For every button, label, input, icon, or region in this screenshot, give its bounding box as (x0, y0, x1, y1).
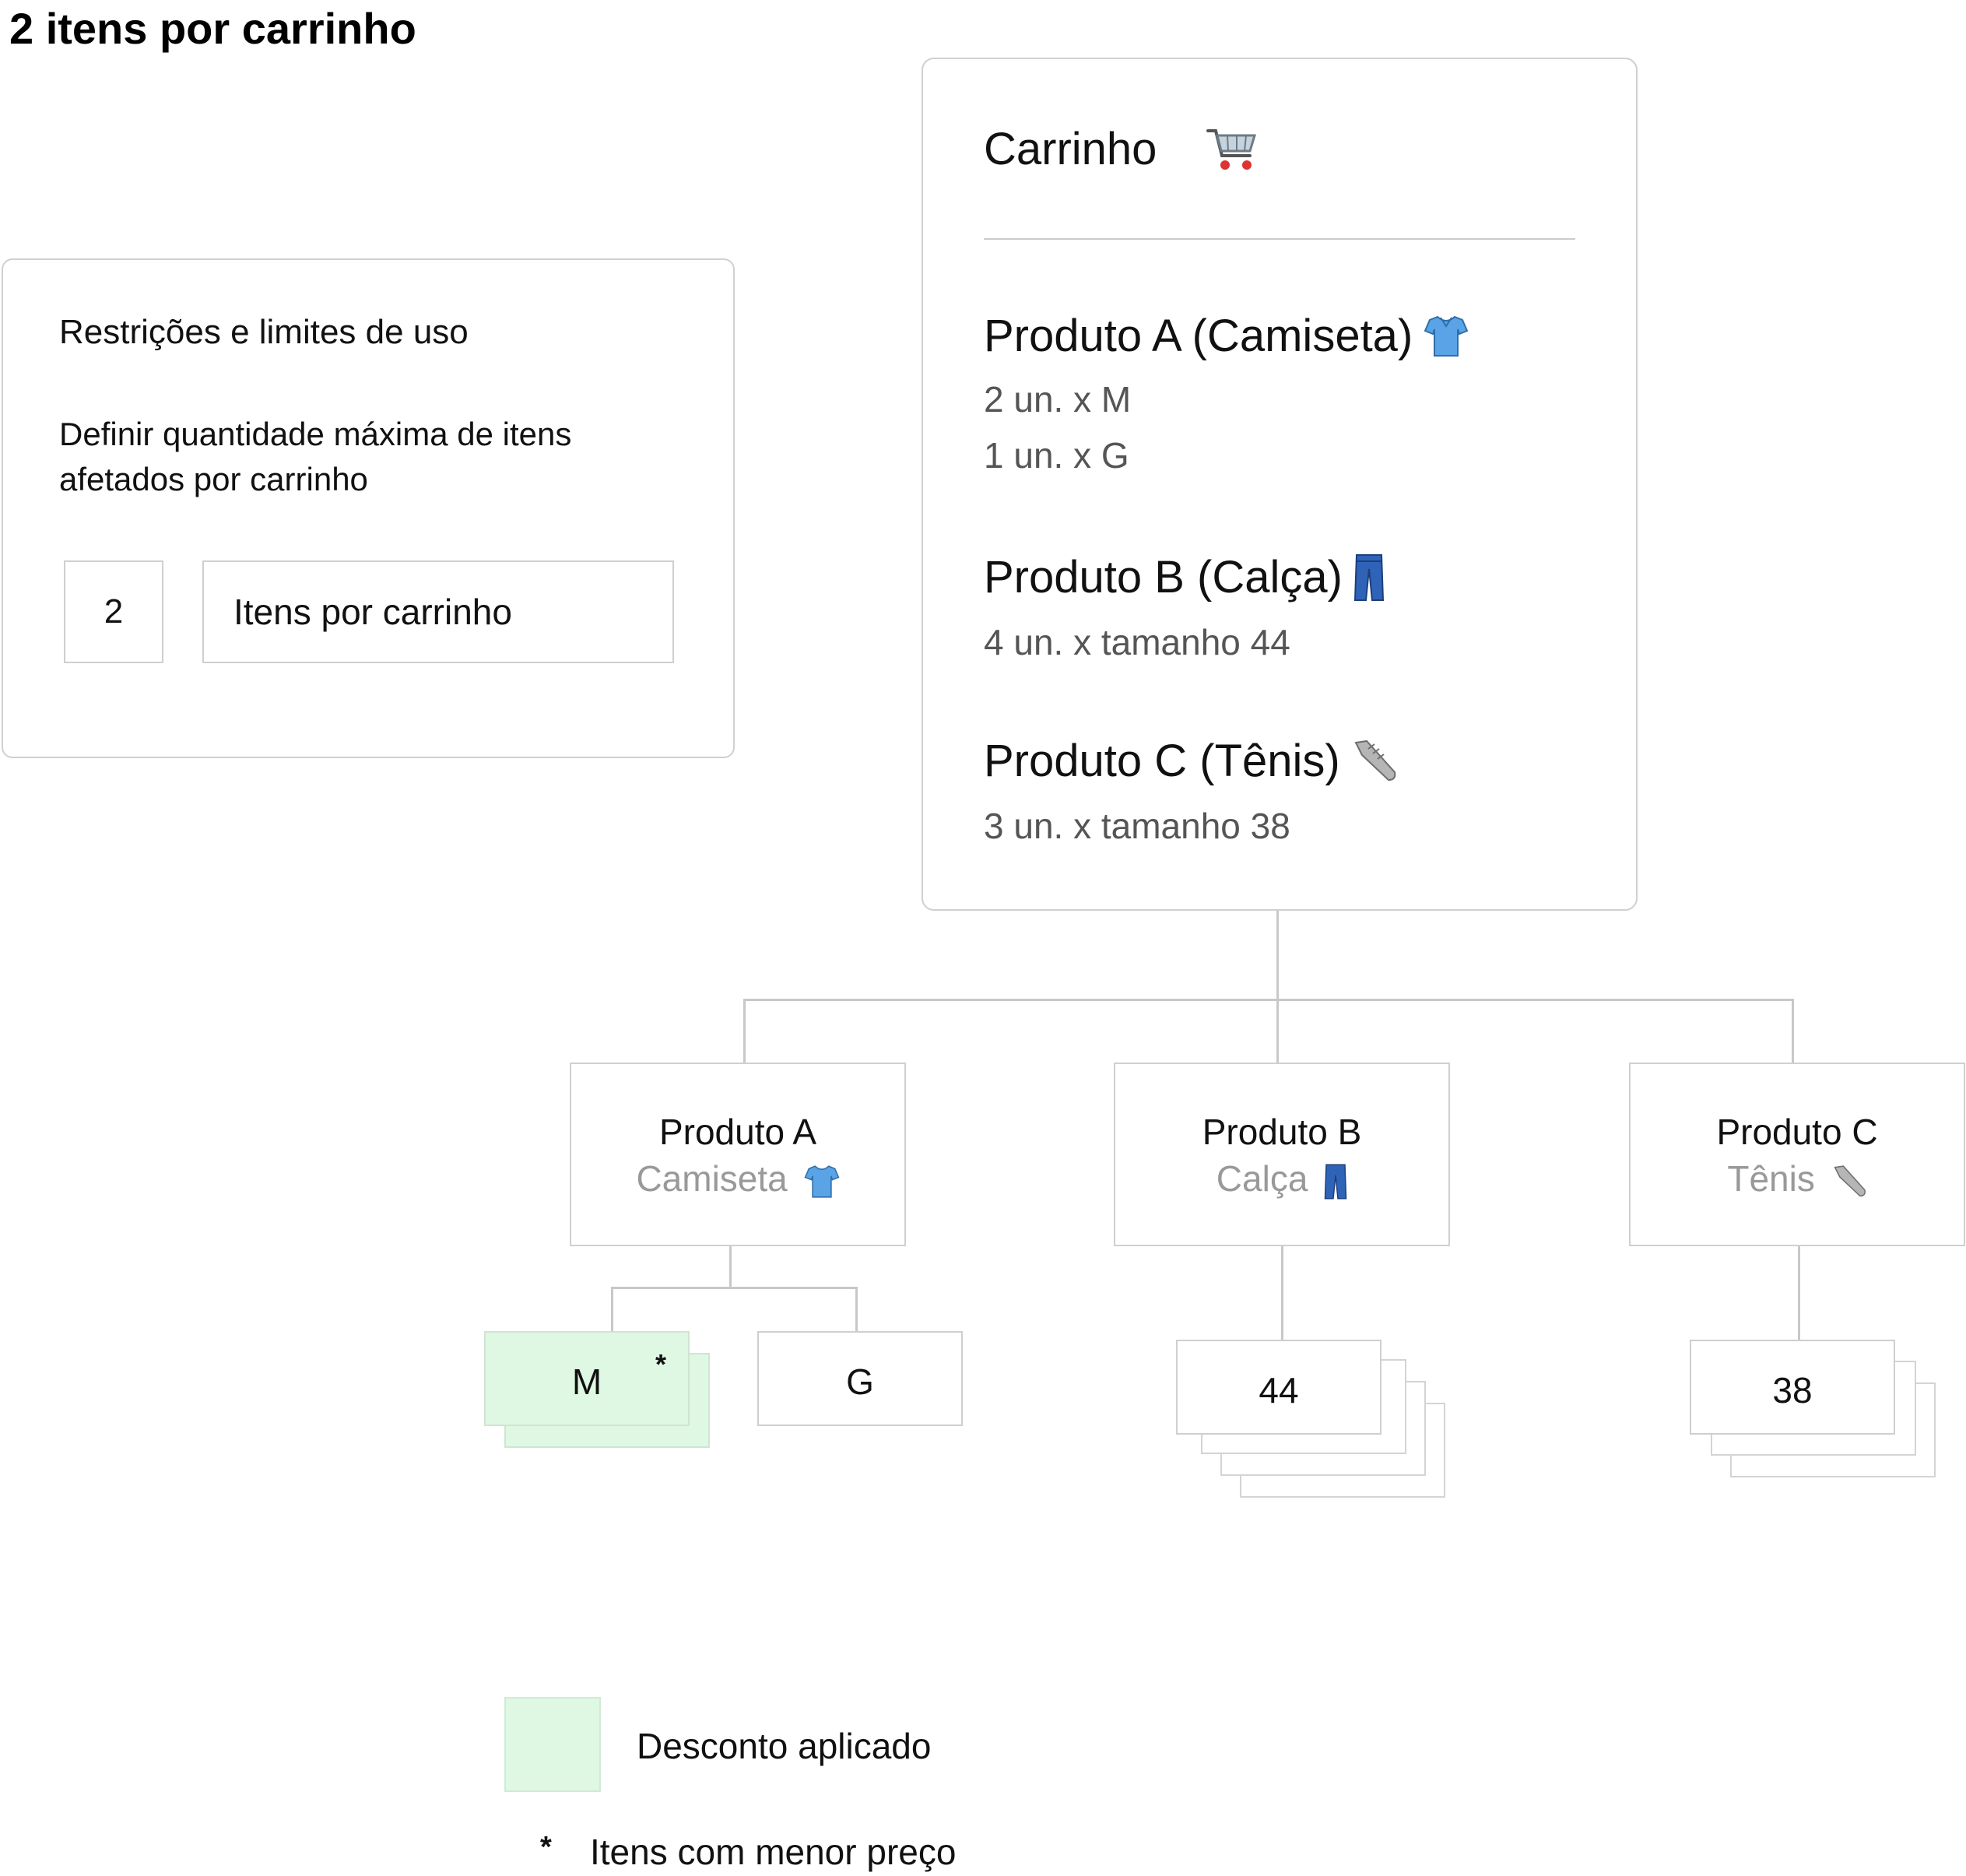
variant-g-label: G (846, 1361, 874, 1402)
cart-product-a-name-text: Produto A (Camiseta) (984, 311, 1413, 361)
cart-title-text: Carrinho (984, 124, 1157, 174)
connector-horizontal (743, 999, 1794, 1001)
cart-product-a-line2: 1 un. x G (984, 435, 1129, 476)
cart-product-a-line1: 2 un. x M (984, 379, 1132, 420)
cart-product-c-name: Produto C (Tênis) (984, 735, 1398, 787)
variant-44-card[interactable]: 44 (1176, 1340, 1381, 1435)
tree-product-a-type-text: Camiseta (636, 1158, 788, 1199)
cart-product-c-name-text: Produto C (Tênis) (984, 736, 1340, 786)
tree-product-b-type-text: Calça (1216, 1158, 1308, 1199)
connector-a-m (611, 1287, 613, 1332)
variant-38-card[interactable]: 38 (1690, 1340, 1895, 1435)
connector-a-horizontal (611, 1287, 858, 1289)
connector-a-down (729, 1246, 732, 1289)
jeans-icon (1324, 1163, 1347, 1200)
restrictions-description-line1: Definir quantidade máxima de itens (59, 416, 572, 452)
variant-g-card[interactable]: G (757, 1331, 963, 1426)
quantity-input[interactable]: 2 (64, 560, 163, 663)
cart-divider (984, 238, 1575, 240)
legend-lowest-price-label: Itens com menor preço (590, 1832, 957, 1872)
tree-product-c-name: Produto C (1716, 1112, 1878, 1152)
cart-product-b-name: Produto B (Calça) (984, 551, 1385, 603)
connector-b-44 (1281, 1246, 1283, 1340)
legend-discount-label: Desconto aplicado (637, 1726, 932, 1766)
shopping-cart-icon (1206, 126, 1258, 173)
lowest-price-marker: * (655, 1348, 667, 1380)
connector-cart-down (1276, 911, 1279, 1001)
cart-card: Carrinho Produto A (Camiseta) 2 un. x M … (922, 58, 1638, 911)
tree-product-b-name: Produto B (1202, 1112, 1362, 1152)
variant-38-label: 38 (1772, 1370, 1813, 1411)
tshirt-icon (804, 1164, 840, 1200)
cart-product-b-line1: 4 un. x tamanho 44 (984, 622, 1290, 662)
connector-c (1792, 999, 1794, 1064)
unit-label: Itens por carrinho (233, 592, 512, 632)
variant-44-label: 44 (1259, 1370, 1299, 1411)
connector-a (743, 999, 746, 1064)
connector-a-g (855, 1287, 858, 1332)
quantity-value: 2 (104, 592, 124, 631)
sneaker-icon (1351, 740, 1398, 783)
connector-c-38 (1798, 1246, 1800, 1340)
restrictions-card: Restrições e limites de uso Definir quan… (2, 258, 735, 758)
tree-product-b-type: Calça (1115, 1158, 1448, 1200)
tree-product-c: Produto C Tênis (1629, 1063, 1965, 1246)
cart-product-c-line1: 3 un. x tamanho 38 (984, 806, 1290, 846)
sneaker-icon (1831, 1165, 1867, 1199)
tree-product-a-name: Produto A (658, 1112, 817, 1152)
variant-m-card[interactable]: M * (484, 1331, 690, 1426)
tree-product-c-type-text: Tênis (1727, 1158, 1815, 1199)
tree-product-c-type: Tênis (1631, 1158, 1964, 1200)
cart-title: Carrinho (984, 123, 1258, 175)
cart-product-b-name-text: Produto B (Calça) (984, 552, 1343, 602)
restrictions-title: Restrições e limites de uso (59, 313, 469, 351)
jeans-icon (1353, 553, 1385, 602)
legend-lowest-price-marker: * (540, 1831, 552, 1864)
connector-b (1276, 999, 1279, 1064)
tree-product-a-type: Camiseta (571, 1158, 904, 1200)
tshirt-icon (1424, 314, 1469, 359)
unit-field[interactable]: Itens por carrinho (202, 560, 674, 663)
cart-product-a-name: Produto A (Camiseta) (984, 310, 1469, 362)
page-title: 2 itens por carrinho (9, 4, 416, 53)
legend-discount-swatch (504, 1697, 601, 1792)
tree-product-a: Produto A Camiseta (570, 1063, 906, 1246)
restrictions-description-line2: afetados por carrinho (59, 461, 368, 497)
tree-product-b: Produto B Calça (1114, 1063, 1450, 1246)
variant-m-label: M (571, 1361, 602, 1402)
